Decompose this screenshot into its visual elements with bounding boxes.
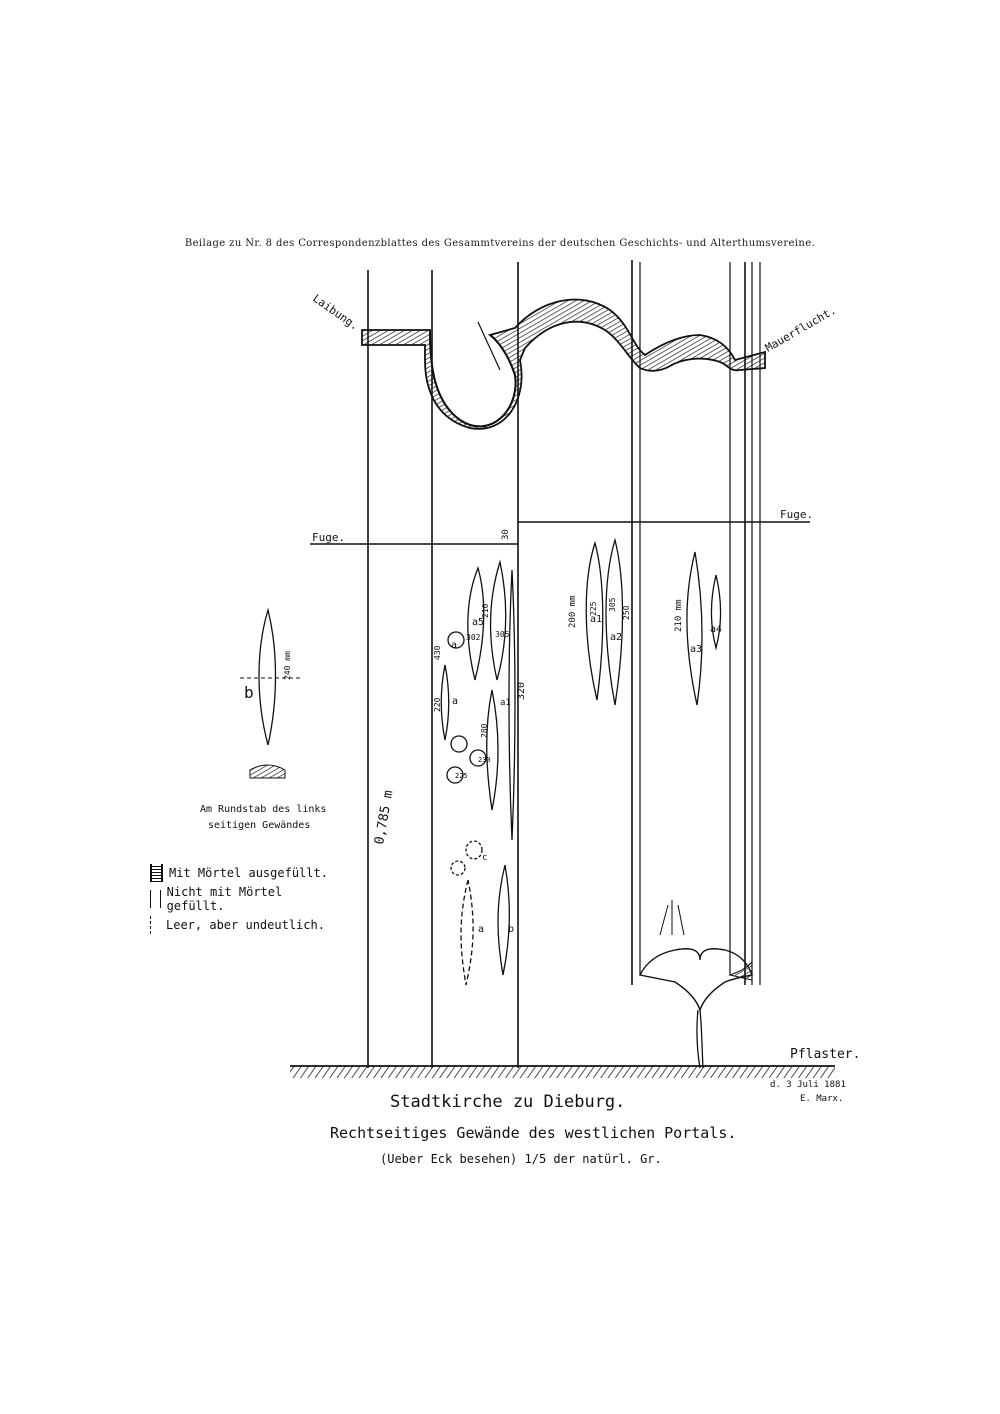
legend-item-not-filled: Nicht mit Mörtel gefüllt. <box>150 885 340 913</box>
legend-item-empty: Leer, aber undeutlich. <box>150 912 340 938</box>
svg-text:280: 280 <box>480 723 489 738</box>
caption-subtitle: Rechtseitiges Gewände des westlichen Por… <box>330 1124 737 1142</box>
mauerflucht-label: Mauerflucht. <box>763 304 838 355</box>
svg-text:302: 302 <box>466 633 481 642</box>
detail-mark-b: b 240 mm Am Rundstab des links seitigen … <box>200 607 326 831</box>
svg-text:a: a <box>478 924 484 935</box>
svg-text:305: 305 <box>495 630 510 639</box>
column-base <box>638 900 753 1069</box>
dimension-30: 30 <box>501 529 511 540</box>
svg-text:a1: a1 <box>500 698 511 708</box>
masons-mark-labels: 200 mm 225 305 250 210 mm a1 a2 a3 a4 a5… <box>372 595 722 935</box>
caption-title: Stadtkirche zu Dieburg. <box>390 1092 626 1112</box>
svg-text:250: 250 <box>622 605 631 620</box>
joint-label-left: Fuge. <box>312 531 345 544</box>
jamb-profile-section <box>361 298 766 430</box>
joint-lines <box>310 521 810 545</box>
legend-item-filled: Mit Mörtel ausgefüllt. <box>150 860 340 886</box>
joint-label-right: Fuge. <box>780 508 813 521</box>
svg-text:a: a <box>451 640 457 651</box>
legend: Mit Mörtel ausgefüllt. Nicht mit Mörtel … <box>150 860 340 938</box>
svg-text:seitigen Gewändes: seitigen Gewändes <box>208 820 310 831</box>
plate-header: Beilage zu Nr. 8 des Correspondenzblatte… <box>184 238 816 249</box>
svg-text:220: 220 <box>433 697 442 712</box>
svg-text:225: 225 <box>455 772 468 780</box>
svg-text:225: 225 <box>589 601 598 616</box>
pavement-ground <box>290 1065 835 1078</box>
svg-text:a5: a5 <box>472 617 484 628</box>
svg-text:230: 230 <box>478 756 491 764</box>
legend-swatch-filled <box>150 864 163 882</box>
svg-text:210 mm: 210 mm <box>674 599 684 632</box>
svg-text:210: 210 <box>481 603 490 618</box>
masons-marks <box>440 537 722 986</box>
svg-text:Am Rundstab des links: Am Rundstab des links <box>200 804 326 815</box>
pavement-label: Pflaster. <box>790 1047 860 1062</box>
svg-text:b: b <box>508 924 514 935</box>
svg-text:a1: a1 <box>590 614 602 625</box>
svg-text:b: b <box>244 683 254 702</box>
svg-text:a3: a3 <box>690 644 702 655</box>
svg-text:430: 430 <box>433 645 442 660</box>
svg-text:240 mm: 240 mm <box>283 651 292 680</box>
legend-swatch-empty <box>150 916 160 934</box>
laibung-label: Laibung. <box>310 292 361 333</box>
svg-text:c: c <box>482 853 487 863</box>
caption-scale: (Ueber Eck besehen) 1/5 der natürl. Gr. <box>380 1152 662 1166</box>
svg-text:320: 320 <box>516 682 527 700</box>
caption-date: d. 3 Juli 1881 <box>770 1080 846 1090</box>
svg-text:200 mm: 200 mm <box>568 595 578 628</box>
svg-text:a2: a2 <box>610 632 622 643</box>
jamb-vertical-lines <box>367 260 761 1068</box>
svg-text:305: 305 <box>608 597 617 612</box>
svg-text:a: a <box>452 696 458 707</box>
depth-label: 0,785 m <box>372 789 396 846</box>
svg-text:a4: a4 <box>710 624 722 635</box>
legend-swatch-not-filled <box>150 890 161 908</box>
caption-author: E. Marx. <box>800 1094 844 1104</box>
